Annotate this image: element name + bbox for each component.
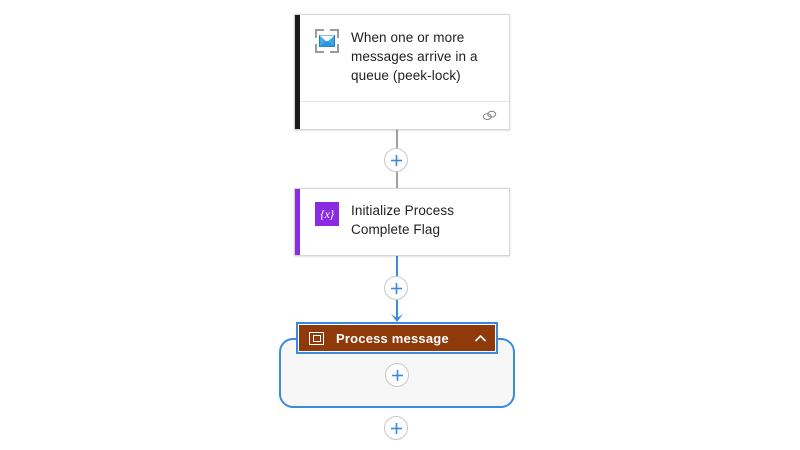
variables-braces-icon: {x} <box>315 202 339 226</box>
add-action-button-after-scope[interactable] <box>384 416 408 440</box>
action-card-initialize-variable[interactable]: {x} Initialize Process Complete Flag <box>294 188 510 256</box>
plus-icon <box>390 422 402 434</box>
connector-arrowhead-icon <box>391 314 403 322</box>
service-bus-peek-lock-icon <box>315 29 339 53</box>
plus-icon <box>390 282 402 294</box>
plus-icon <box>391 369 403 381</box>
initialize-variable-body: {x} Initialize Process Complete Flag <box>295 189 509 255</box>
variable-accent-bar <box>295 189 300 255</box>
trigger-card-title: When one or more messages arrive in a qu… <box>351 30 478 83</box>
trigger-card-footer <box>295 101 509 129</box>
scope-header-process-message[interactable]: Process message <box>296 322 498 354</box>
connection-link-icon[interactable] <box>482 109 497 122</box>
trigger-card-body: When one or more messages arrive in a qu… <box>295 15 509 101</box>
add-action-button-inside-scope[interactable] <box>385 363 409 387</box>
initialize-variable-title: Initialize Process Complete Flag <box>351 203 455 237</box>
chevron-up-icon[interactable] <box>474 332 487 345</box>
add-action-button-after-trigger[interactable] <box>384 148 408 172</box>
plus-icon <box>390 154 402 166</box>
scope-title: Process message <box>336 330 449 346</box>
add-action-button-after-initialize-variable[interactable] <box>384 276 408 300</box>
scope-icon <box>309 331 324 345</box>
trigger-card-service-bus[interactable]: When one or more messages arrive in a qu… <box>294 14 510 130</box>
trigger-accent-bar <box>295 15 300 129</box>
